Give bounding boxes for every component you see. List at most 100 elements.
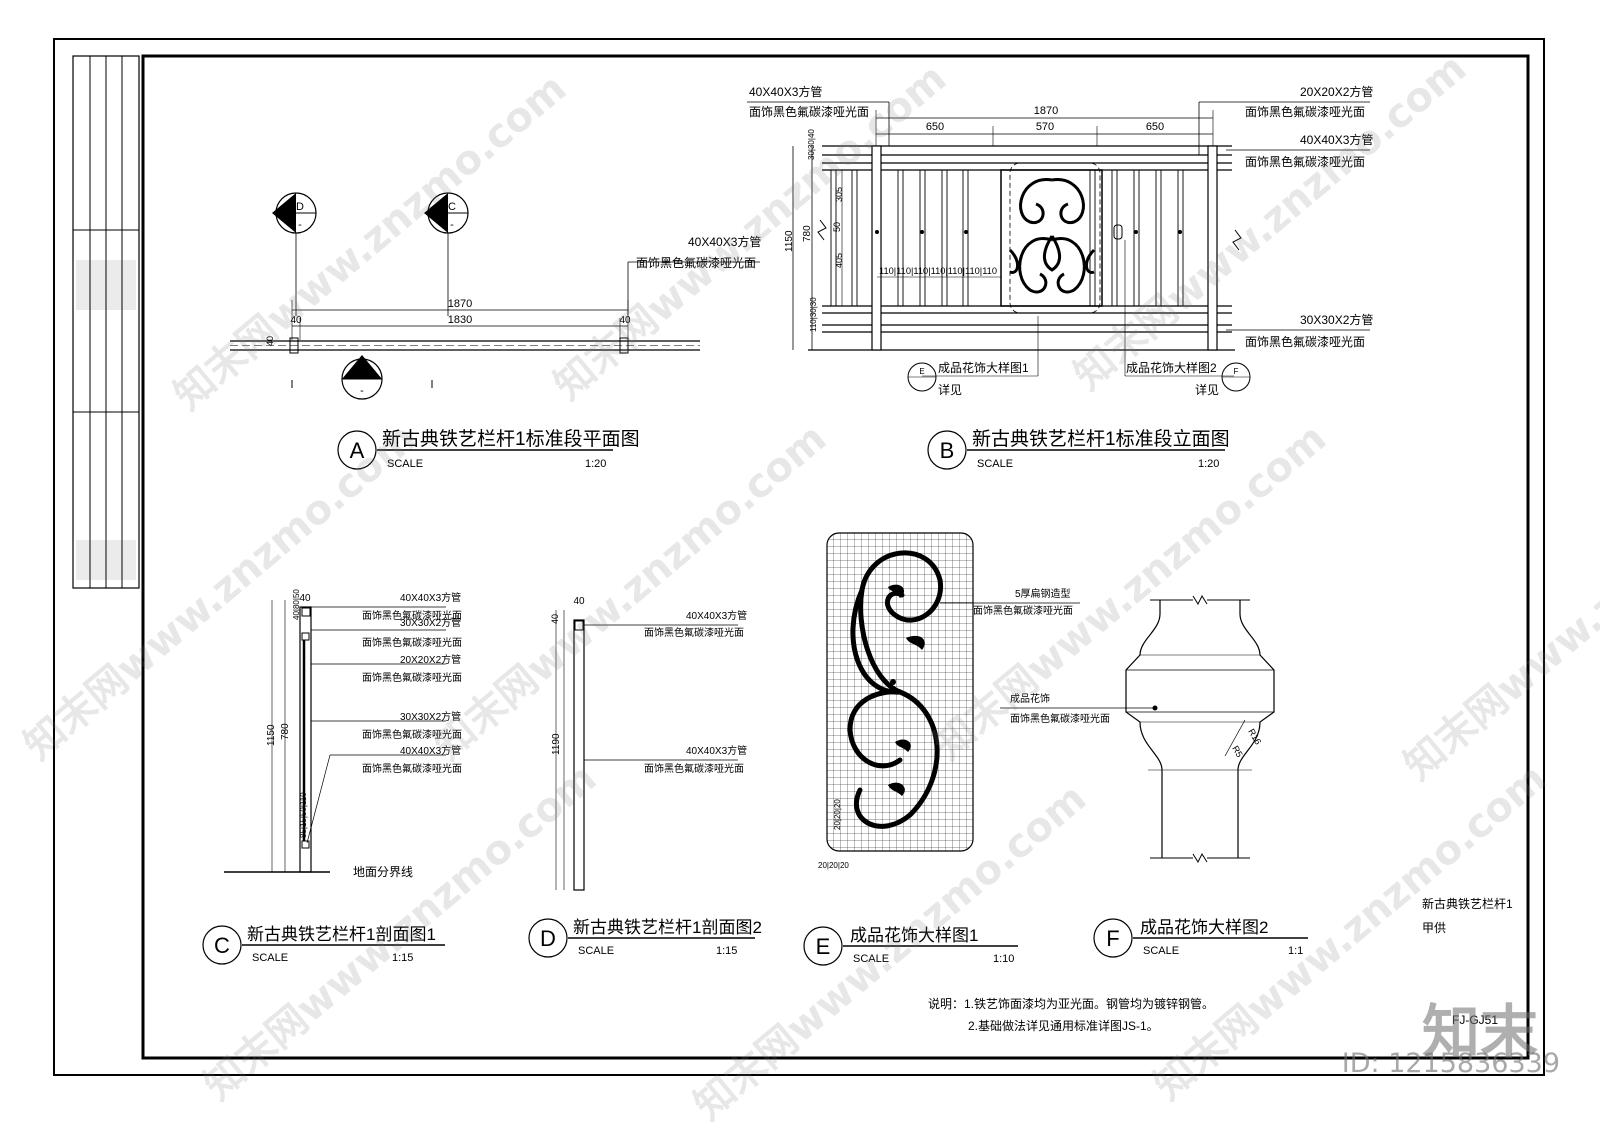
section-symbol-c-label: C <box>448 201 456 213</box>
titleblock-supply: 甲供 <box>1422 921 1446 935</box>
view-e-title: 成品花饰大样图1 <box>850 926 978 945</box>
view-c-title: 新古典铁艺栏杆1剖面图1 <box>247 925 436 944</box>
view-a-title: 新古典铁艺栏杆1标准段平面图 <box>382 428 640 450</box>
view-a-scale: 1:20 <box>585 458 606 470</box>
section-view-1: 40 1150 780 40|80|50 85|15|50|110 40X40X… <box>224 589 462 879</box>
elev-ref1: 成品花饰大样图1 <box>938 360 1029 375</box>
plan-dim-total: 1870 <box>448 298 472 310</box>
elev-finish-tl: 面饰黑色氟碳漆哑光面 <box>749 105 869 119</box>
elev-dim-50: 50 <box>832 222 842 232</box>
section-symbol-b: B - <box>341 355 383 400</box>
elev-spec-tl: 40X40X3方管 <box>749 84 822 99</box>
section-view-2: 40 40 1190 40X40X3方管 面饰黑色氟碳漆哑光面 40X40X3方… <box>550 596 747 891</box>
view-e-scale: 1:10 <box>993 953 1014 965</box>
view-title-c: C 新古典铁艺栏杆1剖面图1 SCALE 1:15 <box>202 925 445 965</box>
view-d-letter: D <box>540 926 556 951</box>
view-e-letter: E <box>816 934 831 959</box>
elev-sym-f: F <box>1234 367 1239 376</box>
elev-dim-height: 1150 <box>784 230 795 252</box>
elev-dim-780: 780 <box>802 225 813 242</box>
elev-finish-br: 面饰黑色氟碳漆哑光面 <box>1245 335 1365 349</box>
view-d-scale-label: SCALE <box>578 945 614 957</box>
orn1-grid-v: 20|20|20 <box>833 799 842 830</box>
orn2-finish: 面饰黑色氟碳漆哑光面 <box>1010 712 1110 725</box>
plan-dim-end-left: 40 <box>290 315 302 326</box>
sec1-label2-spec: 30X30X2方管 <box>400 616 461 629</box>
view-e-scale-label: SCALE <box>853 953 889 965</box>
elevation-view: 1870 650 570 650 1150 780 30|30|40 110|3… <box>747 84 1373 397</box>
orn2-r1: R16 <box>1246 727 1263 746</box>
view-c-scale-label: SCALE <box>252 952 288 964</box>
svg-text:-: - <box>360 385 364 397</box>
elev-sym-e: E <box>919 367 924 376</box>
notes-line-2: 2.基础做法详见通用标准详图JS-1。 <box>968 1018 1159 1033</box>
elev-spec-tr: 20X20X2方管 <box>1300 84 1373 99</box>
sec2-label1-finish: 面饰黑色氟碳漆哑光面 <box>644 626 744 639</box>
svg-text:-: - <box>298 219 302 231</box>
sec2-label2-spec: 40X40X3方管 <box>686 744 747 757</box>
inner-border <box>141 54 1530 1060</box>
view-f-letter: F <box>1106 926 1119 951</box>
section-symbol-c: C - <box>424 192 469 316</box>
sec2-dim-left: 40 <box>550 614 560 624</box>
view-f-scale: 1:1 <box>1288 945 1303 957</box>
sec1-label1-finish: 面饰黑色氟碳漆哑光面 <box>362 609 462 622</box>
ornament-detail-2: 成品花饰 面饰黑色氟碳漆哑光面 R16 R5 <box>1000 594 1275 864</box>
orn1-spec: 5厚扁钢造型 <box>1015 587 1071 600</box>
view-title-b: B 新古典铁艺栏杆1标准段立面图 SCALE 1:20 <box>927 428 1230 470</box>
left-title-strip <box>72 55 140 589</box>
view-a-letter: A <box>350 438 365 463</box>
orn1-grid-h: 20|20|20 <box>818 861 849 870</box>
plan-dim-end-right: 40 <box>619 315 631 326</box>
plan-view: D - C - 1870 1830 40 40 40 <box>230 192 761 400</box>
view-b-scale-label: SCALE <box>977 458 1013 470</box>
elev-dim-bottom: 110|30|30 <box>809 297 818 332</box>
orn2-spec: 成品花饰 <box>1010 692 1050 705</box>
elev-ref2: 成品花饰大样图2 <box>1126 360 1217 375</box>
elev-dim-mid: 570 <box>1036 121 1054 133</box>
sec2-dim-height: 1190 <box>551 733 562 755</box>
view-b-title: 新古典铁艺栏杆1标准段立面图 <box>972 428 1230 450</box>
view-a-scale-label: SCALE <box>387 458 423 470</box>
view-d-title: 新古典铁艺栏杆1剖面图2 <box>573 918 762 937</box>
view-f-scale-label: SCALE <box>1143 945 1179 957</box>
sec1-dim-top: 40 <box>299 593 311 604</box>
elev-finish-r2: 面饰黑色氟碳漆哑光面 <box>1245 155 1365 169</box>
sec1-label3-spec: 20X20X2方管 <box>400 653 461 666</box>
sec2-label2-finish: 面饰黑色氟碳漆哑光面 <box>644 762 744 775</box>
orn1-finish: 面饰黑色氟碳漆哑光面 <box>973 604 1073 617</box>
ornament-detail-1: 20|20|20 20|20|20 5厚扁钢造型 面饰黑色氟碳漆哑光面 <box>818 532 1080 870</box>
sec1-dim-780: 780 <box>280 723 291 740</box>
plan-callout-spec: 40X40X3方管 <box>688 234 761 249</box>
sec1-label5-finish: 面饰黑色氟碳漆哑光面 <box>362 762 462 775</box>
view-b-letter: B <box>940 438 955 463</box>
elev-dim-305: 305 <box>834 187 844 202</box>
section-symbol-d: D - <box>272 192 317 316</box>
svg-text:-: - <box>450 219 454 231</box>
brand-logo: 知末 <box>1421 998 1538 1066</box>
view-title-d: D 新古典铁艺栏杆1剖面图2 SCALE 1:15 <box>528 918 762 958</box>
elev-see-1: 详见 <box>938 382 962 397</box>
sec1-label2-finish: 面饰黑色氟碳漆哑光面 <box>362 636 462 649</box>
view-b-scale: 1:20 <box>1198 458 1219 470</box>
elev-dim-total: 1870 <box>1034 105 1058 117</box>
elev-dim-left: 650 <box>926 121 944 133</box>
elev-finish-tr: 面饰黑色氟碳漆哑光面 <box>1245 105 1365 119</box>
sec1-dim-bottom-stack: 85|15|50|110 <box>299 792 308 838</box>
elev-dim-right: 650 <box>1146 121 1164 133</box>
titleblock-name: 新古典铁艺栏杆1 <box>1422 896 1513 911</box>
elev-dim-top: 30|30|40 <box>807 129 816 160</box>
sec1-label1-spec: 40X40X3方管 <box>400 591 461 604</box>
elev-spec-br: 30X30X2方管 <box>1300 312 1373 327</box>
view-d-scale: 1:15 <box>716 945 737 957</box>
sec2-label1-spec: 40X40X3方管 <box>686 609 747 622</box>
notes-line-1: 说明：1.铁艺饰面漆均为亚光面。钢管均为镀锌钢管。 <box>928 996 1214 1011</box>
outer-border <box>53 38 1545 1076</box>
section-symbol-d-label: D <box>296 201 304 213</box>
view-f-title: 成品花饰大样图2 <box>1140 918 1268 937</box>
sec1-label5-spec: 40X40X3方管 <box>400 744 461 757</box>
titleblock-code: FJ-GJ51 <box>1452 1013 1498 1027</box>
elev-baluster-spacing: 110|110|110|110|110|110|110 <box>879 266 997 276</box>
sec1-dim-1150: 1150 <box>266 724 277 746</box>
plan-dim-thick: 40 <box>265 336 275 346</box>
